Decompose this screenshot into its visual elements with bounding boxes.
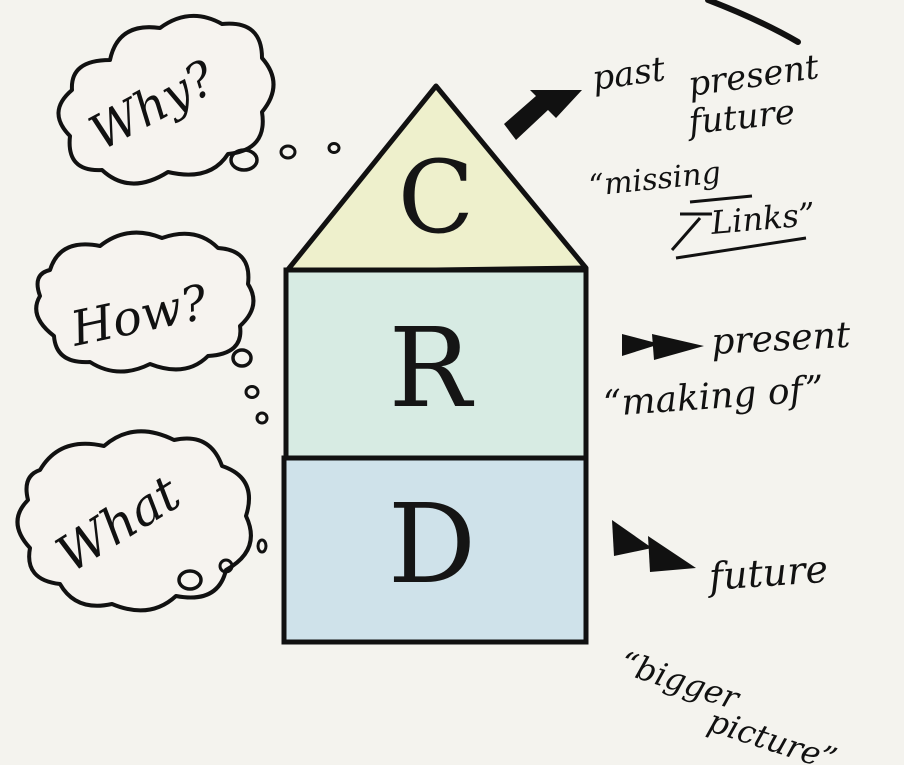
thought-bubble xyxy=(177,569,203,591)
underline xyxy=(689,194,753,204)
thought-bubble xyxy=(279,144,297,160)
note-past: past xyxy=(590,49,668,99)
base-letter: D xyxy=(388,480,476,608)
thought-bubble xyxy=(244,385,260,399)
note-picture: picture” xyxy=(704,701,842,765)
thought-bubble xyxy=(231,348,253,368)
arrow-icon xyxy=(504,90,582,140)
why-cloud: Why? xyxy=(56,13,341,186)
house-middle xyxy=(283,267,589,461)
roof-letter: C xyxy=(398,139,475,256)
house: C R D xyxy=(281,83,589,645)
thought-bubble xyxy=(327,142,341,154)
double-arrow-icon xyxy=(622,334,704,360)
thought-bubble xyxy=(218,558,234,574)
note-missing: “missing xyxy=(587,155,722,204)
slash-mark xyxy=(670,212,712,251)
middle-letter: R xyxy=(389,304,475,432)
house-base xyxy=(281,455,589,645)
marker-stroke xyxy=(705,0,801,45)
how-cloud: How? xyxy=(34,230,269,425)
thought-bubble xyxy=(229,148,259,172)
note-present-r: present xyxy=(710,315,851,363)
note-making-of: “making of” xyxy=(602,369,825,425)
double-arrow-icon xyxy=(612,520,696,572)
thought-bubble xyxy=(256,538,268,554)
underline xyxy=(675,236,807,260)
thought-bubble xyxy=(255,411,269,425)
note-links: Links” xyxy=(708,195,816,242)
note-future-d: future xyxy=(705,547,830,599)
what-cloud: What xyxy=(15,429,268,613)
